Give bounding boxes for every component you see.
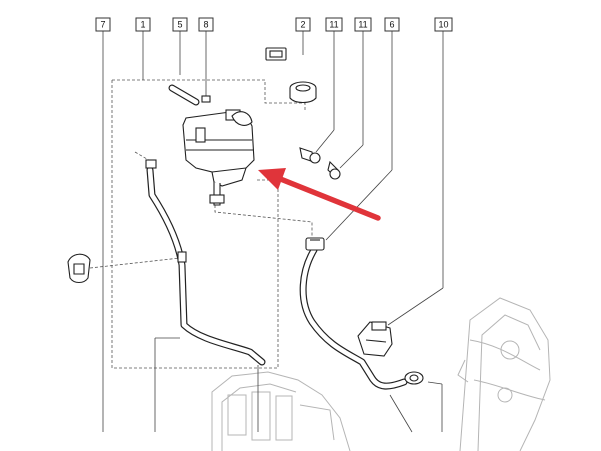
arrow-icon	[258, 168, 381, 221]
svg-text:10: 10	[438, 20, 448, 30]
callout-1: 1	[135, 17, 151, 32]
callout-leaders	[89, 30, 444, 433]
svg-text:2: 2	[300, 20, 305, 30]
callout-11-a: 11	[325, 17, 343, 32]
svg-text:1: 1	[140, 20, 145, 30]
bracket-icon	[67, 253, 91, 284]
callout-10: 10	[434, 17, 453, 32]
gasket-icon	[265, 47, 287, 61]
callout-8: 8	[198, 17, 214, 32]
svg-text:7: 7	[100, 20, 105, 30]
clip-icon	[201, 95, 211, 103]
bolt-icon-2	[327, 160, 341, 180]
hose-icon-lower-left	[145, 159, 266, 366]
svg-text:8: 8	[203, 20, 208, 30]
callout-2: 2	[295, 17, 311, 32]
svg-text:11: 11	[329, 20, 338, 30]
callout-11-b: 11	[354, 17, 372, 32]
callout-6: 6	[384, 17, 400, 32]
bolt-icon	[299, 147, 321, 164]
svg-text:11: 11	[358, 20, 367, 30]
hose-icon-right	[299, 237, 408, 390]
engine-background	[211, 297, 551, 451]
svg-text:6: 6	[389, 20, 394, 30]
clip-icon-right	[404, 371, 424, 385]
tank-icon	[182, 109, 255, 206]
callout-7: 7	[95, 17, 111, 32]
assembly-outline	[111, 79, 306, 369]
svg-text:5: 5	[177, 20, 182, 30]
callout-5: 5	[172, 17, 188, 32]
cap-icon	[289, 81, 317, 104]
clamp-icon	[357, 321, 393, 357]
hose-icon	[168, 84, 200, 106]
